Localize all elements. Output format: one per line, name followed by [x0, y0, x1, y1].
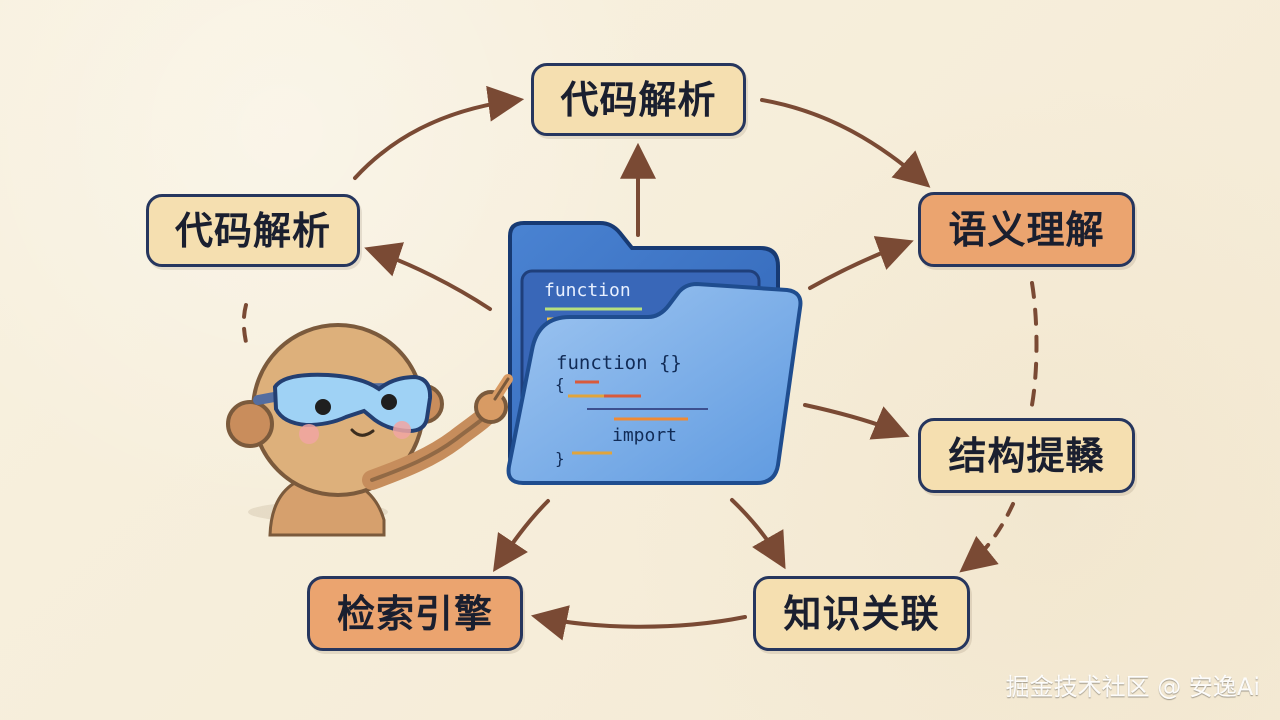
folder-front-shape [506, 281, 803, 485]
front-code-label: function {} [556, 352, 682, 374]
dashed-right-top-to-right-mid [1030, 281, 1039, 407]
node-bottom-right-label: 知识关联 [783, 591, 940, 636]
brace-close-label: } [555, 449, 565, 468]
robot-eye-right [381, 394, 397, 410]
dashed-right-mid-to-bottom-right [959, 502, 1015, 573]
arrow-left-to-top [353, 85, 525, 180]
node-bottom-right: 知识关联 [753, 576, 970, 651]
arrow-center-to-bottom-left [493, 499, 550, 572]
robot-ear-left [226, 400, 274, 448]
watermark: 掘金技术社区 @ 安逸Ai [1005, 673, 1260, 701]
node-bottom-left: 检索引擎 [307, 576, 523, 651]
node-right-mid: 结构提䡦 [918, 418, 1135, 493]
import-label: import [612, 425, 677, 446]
arrow-bottom-right-to-bottom-left [530, 605, 747, 641]
node-right-mid-label: 结构提䡦 [948, 433, 1105, 478]
back-code-label: function [544, 280, 631, 301]
node-left: 代码解析 [146, 194, 360, 267]
node-right-top: 语义理解 [918, 192, 1135, 267]
folder-icon: function function {} { import } [506, 221, 803, 485]
node-top-label: 代码解析 [560, 77, 717, 122]
arrow-center-to-right-mid [803, 403, 910, 440]
robot-cheek-right [393, 421, 411, 439]
arrow-center-to-right-top [808, 236, 914, 290]
node-top: 代码解析 [531, 63, 746, 136]
robot-goggles [272, 372, 433, 434]
arrow-top-to-right-top [760, 98, 931, 188]
robot-eye-left [315, 399, 331, 415]
node-right-top-label: 语义理解 [948, 207, 1105, 252]
robot-icon [226, 323, 513, 537]
node-bottom-left-label: 检索引擎 [336, 591, 493, 636]
brace-open-label: { [555, 375, 565, 394]
robot-finger-outline [493, 377, 510, 401]
node-left-label: 代码解析 [174, 208, 331, 253]
dashed-left-vertical [241, 303, 250, 352]
robot-cheek-left [299, 424, 319, 444]
arrow-center-to-bottom-right [730, 498, 786, 570]
robot-mouth [350, 428, 375, 437]
arrow-center-to-left [364, 242, 492, 311]
